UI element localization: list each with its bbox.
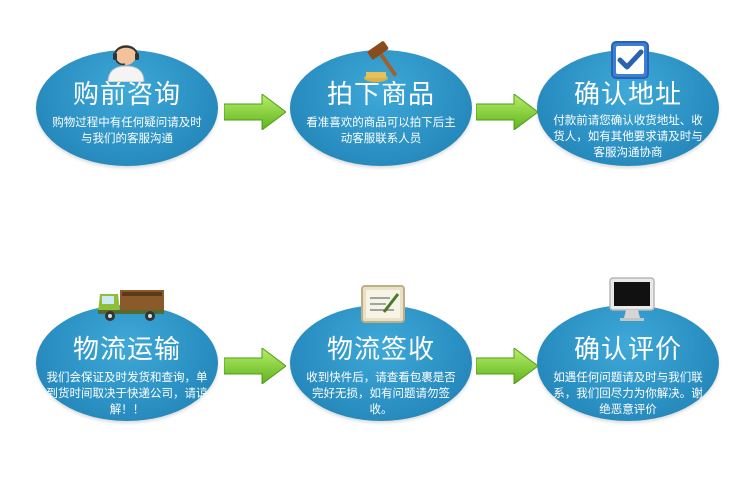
step-title: 确认地址: [573, 80, 682, 110]
signature-document-icon: [361, 285, 405, 323]
step-title: 物流签收: [326, 335, 435, 365]
step-title: 确认评价: [573, 335, 682, 365]
step-logistics-transport: 物流运输 我们会保证及时发货和查询，单到货时间取决于快递公司，请谅解！！: [36, 305, 218, 421]
step-confirm-review: 确认评价 如遇任何问题请及时与我们联系，我们回尽力为你解决。谢绝恶意评价: [537, 305, 719, 421]
computer-monitor-icon: [609, 277, 655, 321]
step-title: 拍下商品: [326, 80, 435, 110]
step-logistics-signoff: 物流签收 收到快件后，请查看包裹是否完好无损，如有问题请勿签收。: [290, 305, 472, 421]
step-place-order: 拍下商品 看准喜欢的商品可以拍下后主动客服联系人员: [290, 50, 472, 166]
truck-icon: [98, 290, 164, 321]
step-description: 看准喜欢的商品可以拍下后主动客服联系人员: [306, 115, 456, 145]
arrow-right-icon: [224, 94, 286, 130]
arrow-right-icon: [224, 348, 286, 384]
customer-service-icon: [107, 45, 145, 82]
step-title: 物流运输: [72, 335, 181, 365]
step-description: 购物过程中有任何疑问请及时与我们的客服沟通: [52, 115, 202, 145]
step-description: 收到快件后，请查看包裹是否完好无损，如有问题请勿签收。: [306, 370, 456, 416]
step-description: 付款前请您确认收货地址、收货人，如有其他要求请及时与客服沟通协商: [553, 113, 703, 159]
arrow-right-icon: [476, 348, 538, 384]
step-title: 购前咨询: [72, 80, 181, 110]
checkbox-icon: [611, 41, 649, 79]
arrow-right-icon: [476, 94, 538, 130]
step-confirm-address: 确认地址 付款前请您确认收货地址、收货人，如有其他要求请及时与客服沟通协商: [537, 50, 719, 166]
step-description: 如遇任何问题请及时与我们联系，我们回尽力为你解决。谢绝恶意评价: [553, 370, 703, 416]
step-description: 我们会保证及时发货和查询，单到货时间取决于快递公司，请谅解！！: [46, 370, 208, 416]
auction-gavel-icon: [364, 41, 398, 82]
